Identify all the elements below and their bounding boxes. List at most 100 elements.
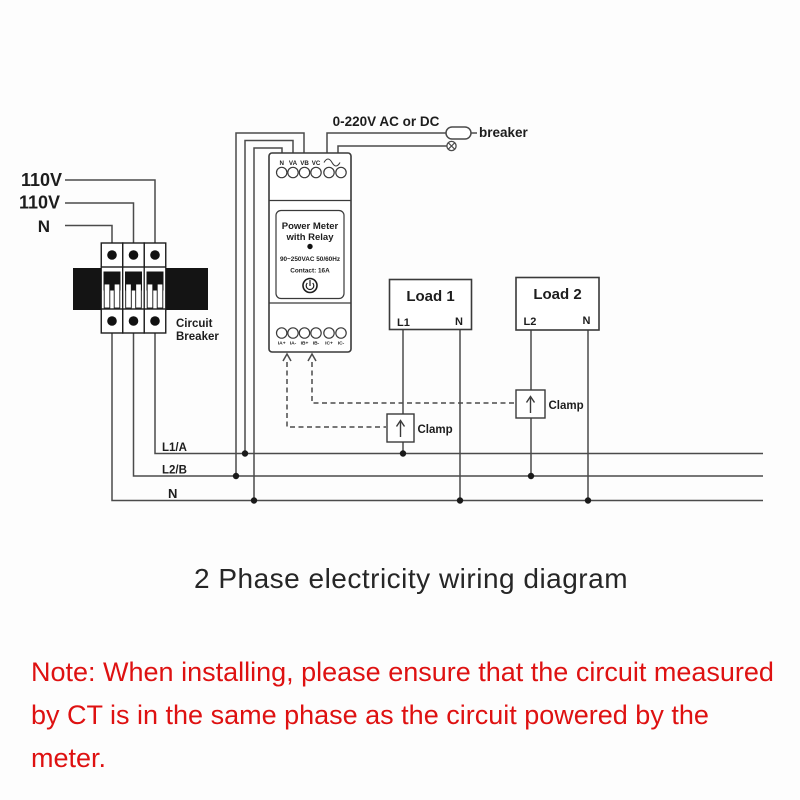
terminal-circle (310, 166, 322, 179)
meter-bottom-terminal-labels: IA+ IA- IB+ IB- IC+ IC- (278, 341, 345, 347)
ct-arrow-up-icon (307, 352, 317, 362)
terminal-circle (298, 327, 311, 339)
terminal-label: IA+ (278, 341, 286, 347)
meter-wire-vb (235, 132, 305, 476)
input-label-110v-2: 110V (19, 193, 60, 213)
terminal-circle (275, 166, 288, 179)
junction-dot (527, 472, 535, 480)
breaker-toggle-icon (103, 283, 111, 309)
load1-terminal-l1: L1 (397, 317, 410, 329)
screw-dot-icon (128, 316, 139, 326)
meter-wire-va (244, 139, 294, 454)
meter-name-2: with Relay (286, 232, 335, 243)
meter-section-dividers (269, 199, 351, 304)
relay-contact-icon (323, 158, 341, 167)
meter-spec-1: 90~250VAC 50/60Hz (280, 256, 340, 263)
terminal-circle (310, 327, 322, 339)
relay-wire-to-fuse (326, 132, 446, 153)
circuit-breaker-label-1: Circuit (176, 318, 213, 330)
breaker-pole-inners (103, 271, 164, 291)
input-wire-neutral (65, 224, 113, 243)
breaker-toggles (103, 283, 164, 309)
bus-wire-l1a (154, 333, 763, 455)
note-line-2: by CT is in the same phase as the circui… (31, 700, 709, 773)
terminal-label: IC- (338, 341, 345, 347)
supply-voltage-label: 0-220V AC or DC (333, 114, 440, 129)
terminal-circle (275, 327, 288, 339)
power-meter: N VA VB VC Power Meter with Relay 90~250… (268, 152, 352, 353)
input-labels: 110V 110V N (19, 170, 62, 236)
terminal-label: IB+ (301, 341, 309, 347)
installation-note: Note: When installing, please ensure tha… (31, 651, 789, 780)
clamp-arrowhead-icon (525, 395, 536, 403)
bus-label-n: N (168, 486, 177, 501)
circuit-breaker: Circuit Breaker (73, 242, 219, 343)
load-rect (388, 278, 473, 331)
load2-terminal-n: N (583, 315, 591, 327)
junction-dot (456, 497, 464, 504)
breaker-toggle-icon (113, 283, 121, 309)
load2-title: Load 2 (533, 286, 581, 303)
terminal-label: IB- (313, 341, 320, 347)
terminal-circle (287, 166, 299, 179)
clamp-arrowhead-icon (395, 419, 406, 427)
breaker-label: breaker (479, 125, 529, 140)
junction-dot (241, 450, 249, 457)
led-icon (307, 243, 313, 250)
terminal-circle (287, 327, 299, 339)
clamp1-label: Clamp (418, 424, 453, 436)
junction-dot (399, 450, 407, 457)
junction-dot (250, 497, 258, 504)
junction-dot (232, 472, 240, 480)
ct-arrow-up-icon (282, 352, 292, 362)
meter-top-terminals (275, 166, 347, 179)
terminal-circle (335, 166, 347, 179)
input-wire-110v-2 (65, 202, 135, 243)
supply-symbols: 0-220V AC or DC breaker (333, 114, 529, 152)
clamp2: Clamp (515, 389, 584, 419)
terminal-circle (323, 166, 335, 179)
ct-dashed-group (286, 362, 515, 428)
lamp-cross-icon (447, 142, 456, 150)
meter-name-1: Power Meter (282, 221, 339, 232)
meter-spec-2: Contact: 16A (290, 268, 330, 275)
load1-title: Load 1 (406, 288, 454, 305)
circuit-breaker-label-2: Breaker (176, 331, 219, 343)
terminal-circle (298, 166, 311, 179)
ct-lead-a (286, 362, 386, 428)
input-label-neutral: N (38, 217, 50, 236)
meter-top-terminal-labels: N VA VB VC (279, 160, 320, 167)
input-wire-110v-1 (65, 179, 156, 243)
terminal-label: VB (300, 160, 309, 167)
bus-label-l2b: L2/B (162, 465, 187, 477)
diagram-title: 2 Phase electricity wiring diagram (193, 563, 629, 594)
load-rect (515, 276, 600, 331)
screw-dot-icon (150, 316, 160, 326)
clamp2-label: Clamp (549, 400, 584, 412)
clamp1: Clamp (386, 413, 453, 443)
relay-wire-to-lamp (337, 145, 447, 153)
meter-bottom-terminals (275, 327, 347, 339)
ct-arrowheads (282, 352, 317, 362)
power-button-icon (302, 277, 318, 294)
breaker-terminal-screws (107, 250, 160, 326)
terminal-circle (335, 327, 347, 339)
terminal-label: IA- (290, 341, 297, 347)
meter-display-panel (275, 209, 345, 300)
junction-dot (584, 497, 592, 504)
ct-lead-b (311, 362, 515, 404)
input-label-110v-1: 110V (21, 170, 62, 190)
load2-terminal-l2: L2 (524, 316, 537, 328)
breaker-toggle-icon (156, 283, 164, 309)
terminal-label: VA (289, 160, 298, 167)
terminal-circle (323, 327, 335, 339)
bus-labels: L1/A L2/B N (162, 442, 187, 501)
load1-terminal-n: N (455, 316, 463, 328)
diagram-canvas: 0-220V AC or DC breaker 110V 110V N (19, 114, 763, 504)
screw-dot-icon (128, 250, 139, 260)
load2-box: Load 2 L2 N (515, 276, 600, 331)
breaker-toggle-icon (135, 283, 142, 309)
junction-dots (232, 450, 592, 504)
screw-dot-icon (150, 250, 160, 260)
